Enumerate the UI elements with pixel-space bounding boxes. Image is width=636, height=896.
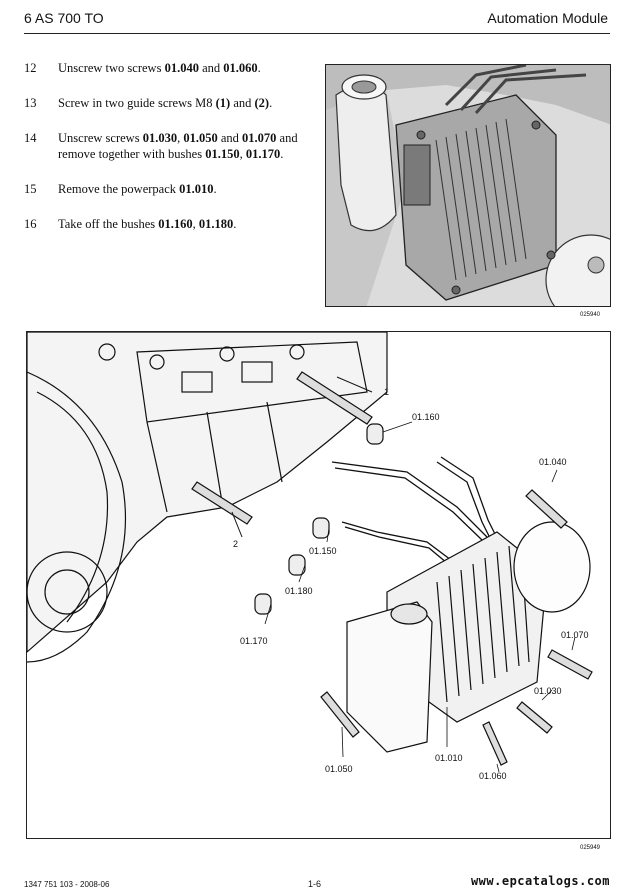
- step-number: 15: [24, 182, 37, 196]
- step-text-fragment: and: [217, 131, 243, 145]
- bush-01150: [312, 517, 330, 539]
- part-reference: (2): [254, 96, 270, 110]
- step-text-fragment: .: [280, 147, 284, 161]
- step-number: 16: [24, 217, 37, 231]
- part-reference: 01.010: [179, 182, 214, 196]
- part-reference: 01.160: [158, 217, 193, 231]
- callout-1: 1: [384, 387, 389, 397]
- step-number: 12: [24, 61, 37, 75]
- figure-1-drawing: [326, 65, 610, 306]
- figure-2-exploded-view: 1 2 01.160 01.150 01.180 01.170: [26, 331, 611, 839]
- figure-2-code: 025949: [580, 845, 601, 851]
- footer-watermark: www.epcatalogs.com: [470, 874, 610, 888]
- step-text-fragment: Unscrew two screws: [58, 61, 165, 75]
- step-item: 16 Take off the bushes 01.160, 01.180.: [24, 216, 324, 232]
- part-reference: 01.060: [223, 61, 258, 75]
- callout-01070: 01.070: [561, 630, 589, 640]
- callout-01180: 01.180: [285, 586, 313, 596]
- part-reference: 01.170: [245, 147, 281, 161]
- callout-01050: 01.050: [325, 764, 353, 774]
- step-text: Screw in two guide screws M8 (1) and (2)…: [58, 95, 272, 111]
- step-text-fragment: ,: [192, 217, 199, 231]
- part-reference: 01.180: [198, 217, 234, 231]
- step-text-fragment: and: [230, 96, 255, 110]
- step-text: Remove the powerpack 01.010.: [58, 181, 217, 197]
- callout-01010: 01.010: [435, 753, 463, 763]
- step-text-fragment: ,: [239, 147, 246, 161]
- part-reference: (1): [215, 96, 231, 110]
- bush-01160: [366, 423, 384, 445]
- callout-01160: 01.160: [412, 412, 440, 422]
- step-item: 13 Screw in two guide screws M8 (1) and (…: [24, 95, 324, 111]
- callout-2: 2: [233, 539, 238, 549]
- step-text-fragment: .: [269, 96, 273, 110]
- header-rule: [24, 33, 610, 34]
- step-text-fragment: Take off the bushes: [58, 217, 159, 231]
- footer-doc-number: 1347 751 103 - 2008-06: [24, 880, 110, 889]
- step-text-fragment: Screw in two guide screws M8: [58, 96, 216, 110]
- figure-1-powerpack-photo: [325, 64, 611, 307]
- step-text-fragment: and: [198, 61, 224, 75]
- part-reference: 01.040: [164, 61, 199, 75]
- step-text-fragment: and remove together with bushes: [58, 131, 298, 161]
- part-reference: 01.070: [242, 131, 277, 145]
- step-text: Unscrew screws 01.030, 01.050 and 01.070…: [58, 130, 324, 162]
- step-item: 14 Unscrew screws 01.030, 01.050 and 01.0…: [24, 130, 324, 162]
- callout-01150: 01.150: [309, 546, 337, 556]
- step-number: 13: [24, 96, 37, 110]
- callout-01030: 01.030: [534, 686, 562, 696]
- header-left-title: 6 AS 700 TO: [24, 10, 104, 26]
- step-item: 12 Unscrew two screws 01.040 and 01.060.: [24, 60, 324, 76]
- step-text-fragment: .: [213, 182, 217, 196]
- footer-page-number: 1-6: [308, 879, 322, 889]
- figure-2-drawing: 1 2 01.160 01.150 01.180 01.170: [27, 332, 610, 838]
- figure-1-code: 025940: [580, 312, 601, 318]
- step-number: 14: [24, 131, 37, 145]
- step-text: Take off the bushes 01.160, 01.180.: [58, 216, 236, 232]
- callout-01040: 01.040: [539, 457, 567, 467]
- part-reference: 01.150: [205, 147, 240, 161]
- step-text-fragment: .: [233, 217, 237, 231]
- step-text-fragment: Unscrew screws: [58, 131, 143, 145]
- part-reference: 01.050: [183, 131, 218, 145]
- callout-01170: 01.170: [240, 636, 268, 646]
- header-right-title: Automation Module: [487, 10, 608, 26]
- step-text-fragment: Remove the powerpack: [58, 182, 180, 196]
- step-text-fragment: ,: [177, 131, 184, 145]
- step-text-fragment: .: [257, 61, 261, 75]
- part-reference: 01.030: [142, 131, 178, 145]
- step-item: 15 Remove the powerpack 01.010.: [24, 181, 324, 197]
- callout-01060: 01.060: [479, 771, 507, 781]
- step-text: Unscrew two screws 01.040 and 01.060.: [58, 60, 261, 76]
